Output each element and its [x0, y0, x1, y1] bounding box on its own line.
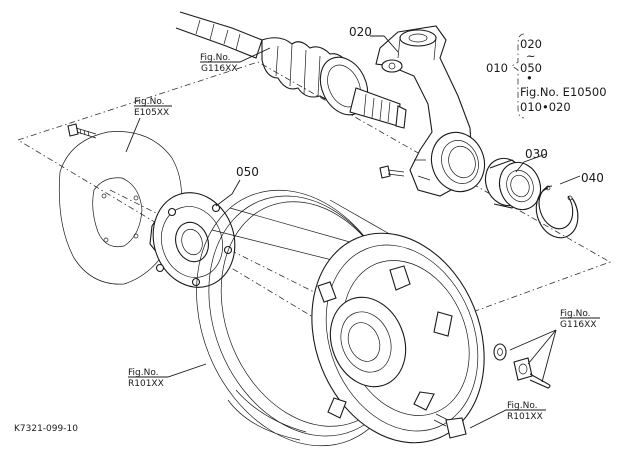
hub-nut-set	[493, 343, 551, 389]
fig-number-r101-left: R101XX	[128, 379, 164, 389]
disc-bolt	[67, 123, 97, 139]
range-note: 010 020 ~ 050 • Fig.No. E10500 010•020	[486, 33, 607, 119]
fig-number-g116-right: G116XX	[560, 320, 596, 330]
part-number-030: 030	[525, 147, 548, 161]
range-items-line: 010•020	[520, 100, 571, 114]
leader-g116-right	[509, 317, 600, 383]
steering-knuckle	[375, 25, 486, 197]
knuckle-bolt	[379, 165, 405, 179]
fig-label-r101-left: Fig.No.	[128, 368, 159, 378]
leader-020	[370, 35, 399, 53]
fig-label-r101-right: Fig.No.	[507, 401, 538, 411]
wheel-rim	[196, 189, 485, 447]
leader-e105	[125, 105, 172, 153]
leader-g116-top	[200, 47, 271, 63]
range-prefix: 010	[486, 61, 508, 75]
drawing-code: K7321-099-10	[14, 424, 78, 434]
assembly-reference-plane	[17, 61, 611, 351]
part-number-050: 050	[236, 165, 259, 179]
leader-r101-left	[128, 363, 207, 378]
snap-ring	[535, 185, 579, 239]
fig-label-g116-top: Fig.No.	[200, 53, 231, 63]
range-from: 020	[520, 37, 542, 51]
fig-number-g116-top: G116XX	[201, 64, 237, 74]
fig-label-e105: Fig.No.	[134, 97, 165, 107]
part-number-020: 020	[349, 25, 372, 39]
fig-label-g116-right: Fig.No.	[560, 309, 591, 319]
leader-050	[215, 179, 241, 207]
range-to: 050	[520, 61, 542, 75]
wheel-hub	[149, 192, 236, 288]
drive-shaft	[175, 11, 407, 129]
leader-040	[559, 175, 581, 185]
range-dot: •	[526, 71, 533, 85]
leader-r101-right	[469, 409, 546, 429]
range-fig-line: Fig.No. E10500	[520, 85, 607, 99]
fig-number-r101-right: R101XX	[507, 412, 543, 422]
fig-number-e105: E105XX	[134, 108, 169, 118]
wheel-bearing	[484, 157, 542, 211]
leader-030	[515, 153, 547, 173]
wheel-stud-bolt	[433, 413, 467, 439]
part-number-040: 040	[581, 171, 604, 185]
range-tilde: ~	[526, 49, 536, 63]
